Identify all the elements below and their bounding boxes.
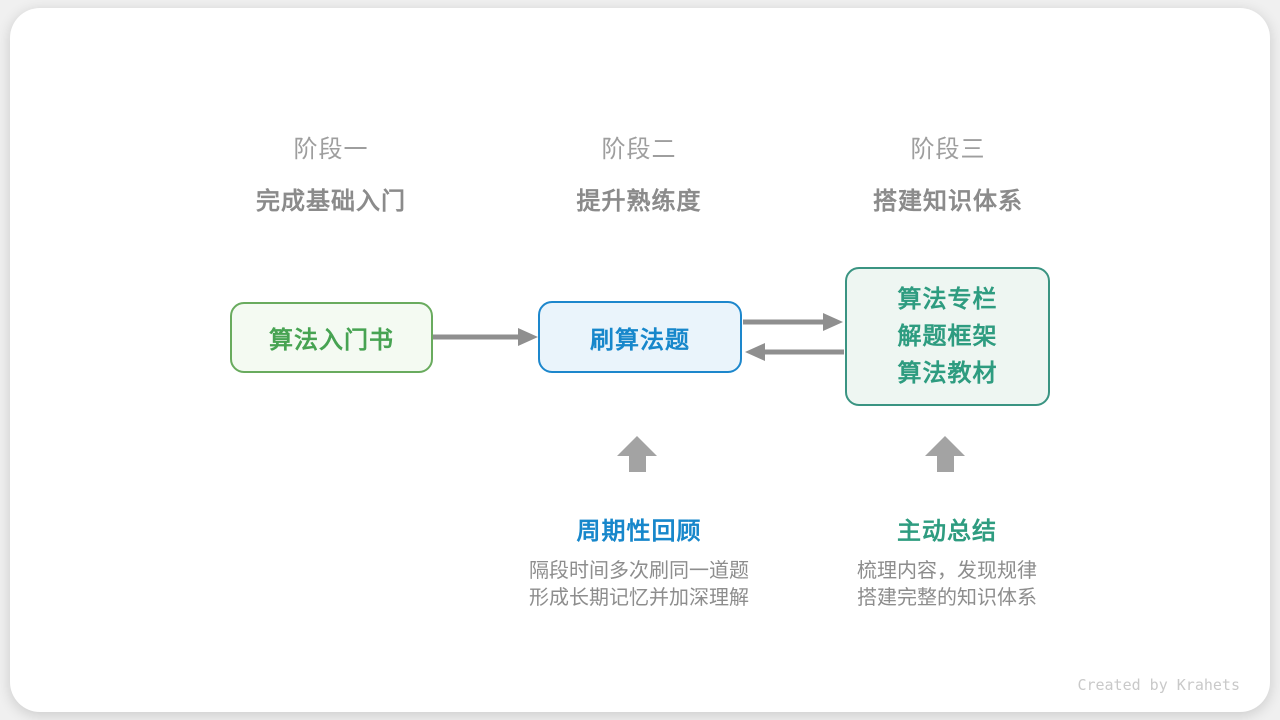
node-resources-line-2: 解题框架 <box>897 323 998 350</box>
desc-line: 隔段时间多次刷同一道题 <box>529 560 749 582</box>
stage-1-header: 阶段一 完成基础入门 <box>171 129 491 216</box>
node-practice-label: 刷算法题 <box>590 326 690 354</box>
node-resources: 算法专栏 解题框架 算法教材 <box>845 267 1050 406</box>
node-resources-line-3: 算法教材 <box>897 360 998 387</box>
annotation-active-summary-label: 主动总结 <box>897 518 997 545</box>
desc-line: 梳理内容，发现规律 <box>857 560 1037 582</box>
stage-3-label: 阶段三 <box>910 136 986 163</box>
node-intro-book: 算法入门书 <box>230 302 433 373</box>
stage-3-header: 阶段三 搭建知识体系 <box>788 129 1108 216</box>
stage-1-label: 阶段一 <box>293 136 369 163</box>
desc-line: 形成长期记忆并加深理解 <box>529 587 749 609</box>
node-intro-book-label: 算法入门书 <box>269 327 394 354</box>
stage-1-subtitle: 完成基础入门 <box>256 188 406 215</box>
credit-text: Created by Krahets <box>1077 676 1240 694</box>
annotation-periodic-review-label: 周期性回顾 <box>576 518 702 545</box>
annotation-active-summary-desc: 梳理内容，发现规律 搭建完整的知识体系 <box>777 558 1117 612</box>
annotation-periodic-review-desc: 隔段时间多次刷同一道题 形成长期记忆并加深理解 <box>469 558 809 612</box>
stage-3-subtitle: 搭建知识体系 <box>873 188 1023 215</box>
stage-2-header: 阶段二 提升熟练度 <box>479 129 799 216</box>
node-practice: 刷算法题 <box>538 301 742 373</box>
node-resources-line-1: 算法专栏 <box>897 286 998 313</box>
desc-line: 搭建完整的知识体系 <box>857 587 1037 609</box>
stage-2-subtitle: 提升熟练度 <box>576 188 702 215</box>
stage-2-label: 阶段二 <box>601 136 677 163</box>
